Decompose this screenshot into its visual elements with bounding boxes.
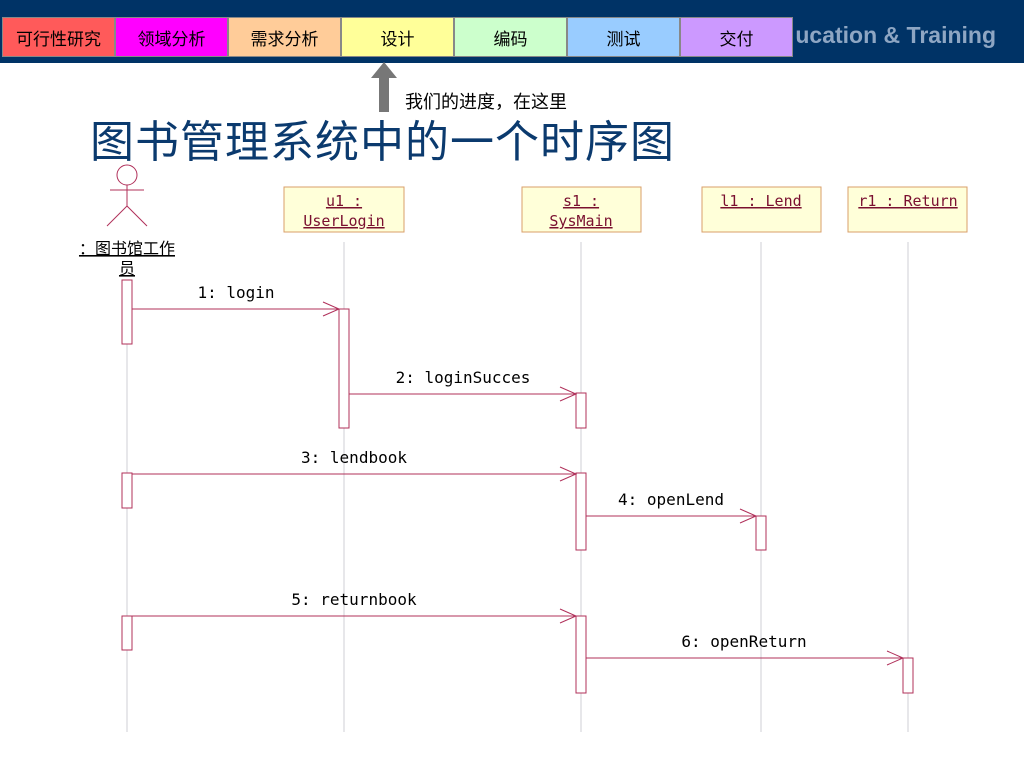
phase-tab-7[interactable]: 交付 [680,17,793,57]
phase-tab-5[interactable]: 编码 [454,17,567,57]
progress-note: 我们的进度，在这里 [405,92,567,113]
object-name: l1 : Lend [720,192,801,210]
actor-figure-icon [106,164,148,227]
activation-sysmain-3 [575,615,587,694]
activation-sysmain-1 [575,392,587,429]
activation-sysmain-2 [575,472,587,551]
activation-actor-1 [121,279,133,345]
phase-tab-bar: 可行性研究领域分析需求分析设计编码测试交付 [2,17,793,59]
message-5-returnbook: 5: returnbook [132,590,578,624]
arrowhead-icon [559,608,578,624]
message-3-lendbook: 3: lendbook [132,448,578,482]
actor-label: ：图书馆工作 [79,239,175,258]
activation-actor-2 [121,472,133,509]
message-label: 6: openReturn [681,632,806,651]
object-name: s1 : [563,192,599,210]
arrowhead-icon [322,301,341,317]
phase-tab-1[interactable]: 可行性研究 [2,17,115,57]
object-u1-userlogin: u1 : UserLogin [283,186,405,233]
activation-userlogin [338,308,350,429]
phase-tab-6[interactable]: 测试 [567,17,680,57]
object-name: u1 : [326,192,362,210]
activation-return [902,657,914,694]
phase-tab-3[interactable]: 需求分析 [228,17,341,57]
slide-title: 图书管理系统中的一个时序图 [90,117,675,168]
object-class: SysMain [549,212,612,230]
message-label: 1: login [197,283,274,302]
activation-actor-3 [121,615,133,651]
actor-label-continued: 员 [119,259,135,278]
arrowhead-icon [559,466,578,482]
progress-arrow-icon [371,62,397,112]
top-banner: 可行性研究领域分析需求分析设计编码测试交付 ucation & Training [0,0,1024,63]
arrowhead-icon [739,508,758,524]
message-4-openlend: 4: openLend [586,490,758,524]
arrowhead-icon [886,650,905,666]
brand-text: ucation & Training [795,22,996,48]
message-1-login: 1: login [132,283,341,317]
object-r1-return: r1 : Return [847,186,968,233]
object-s1-sysmain: s1 : SysMain [521,186,642,233]
object-l1-lend: l1 : Lend [701,186,822,233]
activation-lend [755,515,767,551]
message-6-openreturn: 6: openReturn [586,632,905,666]
message-label: 3: lendbook [301,448,407,467]
phase-tab-2[interactable]: 领域分析 [115,17,228,57]
arrowhead-icon [559,386,578,402]
message-2-loginsucces: 2: loginSucces [349,368,578,402]
object-class: UserLogin [303,212,384,230]
message-label: 5: returnbook [291,590,417,609]
phase-tab-4[interactable]: 设计 [341,17,454,57]
object-name: r1 : Return [858,192,957,210]
message-label: 4: openLend [618,490,724,509]
message-label: 2: loginSucces [396,368,531,387]
